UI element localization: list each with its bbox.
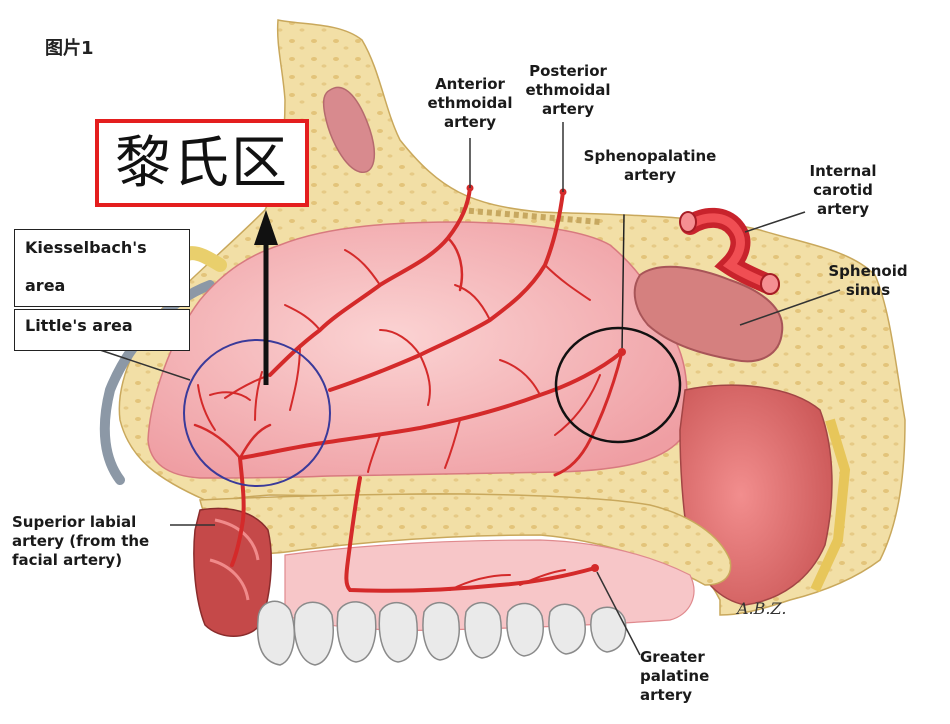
- sphenopalatine-vessel: [238, 350, 624, 460]
- sphenoid-sinus: [633, 265, 784, 363]
- highlight-label-text: 黎氏区: [115, 131, 289, 196]
- greater-palatine-label: Greater palatine artery: [640, 648, 710, 704]
- anterior-ethmoidal-label: Anterior ethmoidal artery: [427, 75, 513, 131]
- kiesselbach-label: Kiesselbach's area: [14, 229, 190, 307]
- sphenopalatine-label: Sphenopalatine artery: [583, 147, 717, 184]
- superior-labial-vessel: [230, 456, 246, 567]
- figure-label: 图片1: [45, 38, 94, 59]
- upper-teeth: [256, 600, 627, 666]
- sphenopalatine-circle: [554, 326, 682, 444]
- arteries: [193, 186, 625, 593]
- posterior-ethmoidal-label: Posterior ethmoidal artery: [525, 62, 611, 118]
- artist-signature: A.B.Z.: [737, 599, 787, 618]
- littles-area-label: Little's area: [14, 309, 190, 351]
- frontal-sinus: [322, 86, 376, 173]
- hard-palate: [199, 493, 732, 586]
- littles-area-circle: [183, 339, 331, 487]
- cribriform-plate: [459, 207, 601, 225]
- superior-labial-label: Superior labial artery (from the facial …: [12, 513, 150, 569]
- greater-palatine-vessel: [344, 476, 597, 593]
- highlight-label-box: 黎氏区: [95, 119, 309, 207]
- sphenoid-sinus-label: Sphenoid sinus: [828, 262, 908, 299]
- internal-carotid-label: Internal carotid artery: [809, 162, 877, 218]
